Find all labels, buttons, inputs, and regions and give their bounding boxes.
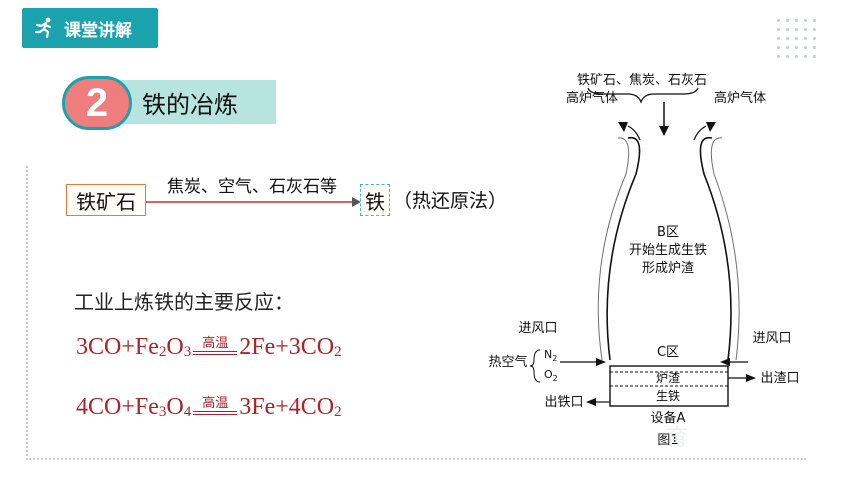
decorative-dot-grid: [774, 16, 818, 60]
eq1-sub2: 3: [183, 344, 192, 360]
zone-b-label: B区: [657, 225, 679, 240]
device-label: 设备A: [651, 410, 686, 426]
section-title: 铁的冶炼: [142, 90, 238, 119]
eq1-condition-label: 高温: [202, 336, 229, 351]
method-note: （热还原法）: [393, 190, 508, 212]
section-title-bar: 铁的冶炼: [118, 80, 276, 124]
gas-left-label: 高炉气体: [566, 90, 618, 106]
left-guide-line: [26, 166, 28, 456]
iron-outlet-label: 出铁口: [544, 395, 583, 410]
hot-air-label: 热空气: [488, 354, 527, 370]
zone-b-line2: 形成炉渣: [642, 261, 694, 276]
eq1-condition: 高温: [193, 336, 238, 361]
eq1-sub1: 2: [158, 344, 167, 360]
n2-formula: N2: [544, 348, 557, 363]
eq1-equals-sign: [193, 351, 238, 355]
eq1-product: 2Fe+3CO: [239, 334, 335, 360]
eq2-sub1: 3: [158, 404, 167, 420]
furnace-wall-right: [699, 136, 732, 361]
zone-b-line1: 开始生成生铁: [629, 243, 707, 258]
inlet-left-label: 进风口: [518, 321, 557, 336]
blast-furnace-diagram: 铁矿石、焦炭、石灰石 高炉气体 高炉气体 B区 开始生成生铁 形成炉渣 进风口 …: [488, 73, 799, 448]
product-box: 铁: [360, 184, 390, 216]
eq2-reactant2: O: [166, 394, 184, 420]
section-number: 2: [85, 80, 109, 125]
lesson-tab-label: 课堂讲解: [64, 20, 132, 41]
runner-icon: [34, 17, 52, 39]
section-number-badge: 2: [62, 76, 132, 130]
eq2-condition: 高温: [193, 396, 238, 421]
o2-formula: O2: [544, 368, 558, 383]
process-arrow: [146, 197, 361, 207]
source-label: 铁矿石: [76, 189, 136, 214]
eq2-product: 3Fe+4CO: [239, 394, 335, 420]
product-label: 铁: [365, 189, 385, 214]
input-brace: [587, 87, 699, 104]
lesson-tab: 课堂讲解: [22, 8, 158, 48]
eq2-equals-sign: [193, 411, 238, 415]
furnace-wall-left: [606, 136, 641, 361]
eq2-sub3: 2: [334, 404, 342, 420]
zone-c-label: C区: [657, 345, 679, 360]
gas-right-label: 高炉气体: [714, 90, 766, 106]
slag-layer-label: 炉渣: [656, 371, 680, 385]
input-arrow-head: [659, 126, 669, 136]
eq1-sub3: 2: [334, 344, 342, 360]
inlet-right-label: 进风口: [752, 331, 791, 346]
pig-iron-layer-label: 生铁: [656, 389, 680, 403]
eq2-sub2: 4: [183, 404, 192, 420]
air-brace: [529, 349, 541, 383]
eq2-reactant1: 4CO+Fe: [76, 394, 159, 420]
slag-outlet-label: 出渣口: [760, 371, 799, 386]
eq2-condition-label: 高温: [202, 396, 229, 411]
watermark-text: 育: [666, 425, 689, 450]
furnace-top-inputs: 铁矿石、焦炭、石灰石: [577, 73, 707, 88]
eq1-reactant2: O: [166, 334, 184, 360]
source-box: 铁矿石: [66, 184, 146, 216]
reagents-label: 焦炭、空气、石灰石等: [167, 177, 337, 197]
gas-left-arrow: [618, 122, 628, 132]
bottom-guide-line: [26, 458, 806, 460]
eq1-reactant1: 3CO+Fe: [76, 334, 159, 360]
gas-right-arrow: [706, 122, 716, 132]
reaction-heading: 工业上炼铁的主要反应：: [74, 290, 294, 314]
figure-caption: 图1: [657, 433, 678, 448]
